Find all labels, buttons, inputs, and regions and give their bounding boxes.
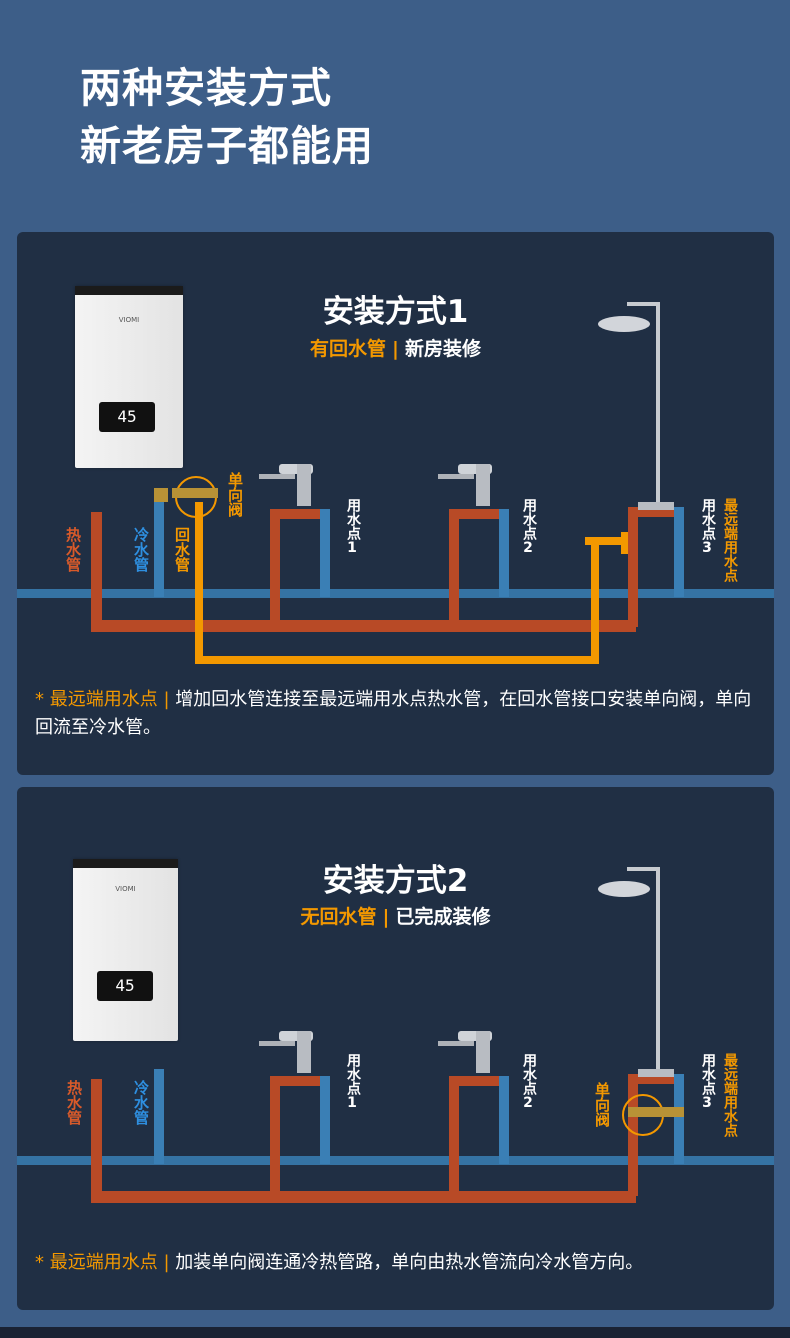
install-method-1-panel: VIOMI 45 安装方式1 有回水管|新房装修 热水管 冷水管 回水管 单向阀…	[17, 232, 774, 775]
water-point-2: 用水点 2	[520, 498, 537, 556]
panel-subtitle: 无回水管|已完成装修	[17, 902, 774, 929]
panel-subtitle: 有回水管|新房装修	[17, 334, 774, 361]
label-cold-pipe: 冷水管	[132, 527, 150, 572]
headline-line2: 新老房子都能用	[80, 122, 374, 170]
water-point-3-label: 用水点	[700, 498, 716, 540]
shower-icon	[598, 867, 674, 1077]
water-point-2-number: 2	[523, 540, 533, 556]
shower-icon	[598, 302, 674, 510]
heater-display: 45	[97, 971, 153, 1001]
label-hot-pipe: 热水管	[65, 1080, 83, 1125]
label-check-valve: 单向阀	[226, 472, 244, 517]
heater-brand-logo: VIOMI	[115, 885, 136, 893]
water-point-1: 用水点 1	[344, 1053, 361, 1111]
water-point-3-label: 用水点	[700, 1053, 716, 1095]
water-heater-2: VIOMI 45	[73, 859, 178, 1041]
label-cold-pipe: 冷水管	[132, 1080, 150, 1125]
faucet-1-icon	[259, 1031, 313, 1073]
water-point-1-number: 1	[347, 540, 357, 556]
faucet-1-icon	[259, 464, 313, 506]
install-method-2-panel: VIOMI 45 安装方式2 无回水管|已完成装修 热水管 冷水管 单向阀 用水…	[17, 787, 774, 1310]
water-point-3-number: 3	[702, 540, 712, 556]
subtitle-scenario: 已完成装修	[395, 906, 491, 928]
water-point-1-label: 用水点	[345, 498, 361, 540]
subtitle-tag: 无回水管	[300, 906, 377, 928]
subtitle-separator: |	[382, 906, 390, 928]
panel-title: 安装方式1	[322, 294, 469, 330]
water-point-1: 用水点 1	[344, 498, 361, 556]
panel-note: * 最远端用水点 | 加装单向阀连通冷热管路，单向由热水管流向冷水管方向。	[35, 1249, 756, 1277]
heater-brand-logo: VIOMI	[118, 316, 140, 324]
pipe-diagram-1	[17, 302, 774, 664]
label-return-pipe: 回水管	[173, 527, 191, 572]
water-point-3: 用水点 3	[699, 498, 716, 556]
subtitle-scenario: 新房装修	[404, 338, 481, 360]
pipe-diagram-2	[17, 867, 774, 1203]
subtitle-separator: |	[392, 338, 399, 360]
water-point-2-number: 2	[523, 1095, 533, 1111]
water-point-2-label: 用水点	[521, 1053, 537, 1095]
note-text: 加装单向阀连通冷热管路，单向由热水管流向冷水管方向。	[169, 1252, 644, 1273]
headline-line1: 两种安装方式	[80, 64, 332, 112]
water-point-2-label: 用水点	[521, 498, 537, 540]
panel-title: 安装方式2	[322, 863, 469, 899]
subtitle-tag: 有回水管	[310, 338, 387, 360]
label-check-valve: 单向阀	[593, 1082, 611, 1127]
label-hot-pipe: 热水管	[64, 527, 82, 572]
water-point-1-number: 1	[347, 1095, 357, 1111]
faucet-2-icon	[438, 1031, 492, 1073]
note-highlight: * 最远端用水点 |	[35, 1252, 170, 1273]
bottom-edge-strip	[0, 1327, 790, 1338]
note-highlight: * 最远端用水点 |	[35, 689, 170, 710]
label-farthest-point: 最远端用水点	[722, 1053, 738, 1137]
water-heater-1: VIOMI 45	[75, 286, 183, 468]
faucet-2-icon	[438, 464, 492, 506]
heater-display: 45	[99, 402, 155, 432]
label-farthest-point: 最远端用水点	[722, 498, 738, 582]
panel-note: * 最远端用水点 | 增加回水管连接至最远端用水点热水管，在回水管接口安装单向阀…	[35, 686, 756, 742]
note-text: 增加回水管连接至最远端用水点热水管，在回水管接口安装单向阀，单向回流至冷水管。	[35, 689, 752, 738]
water-point-1-label: 用水点	[345, 1053, 361, 1095]
water-point-2: 用水点 2	[520, 1053, 537, 1111]
water-point-3-number: 3	[702, 1095, 712, 1111]
water-point-3: 用水点 3	[699, 1053, 716, 1111]
